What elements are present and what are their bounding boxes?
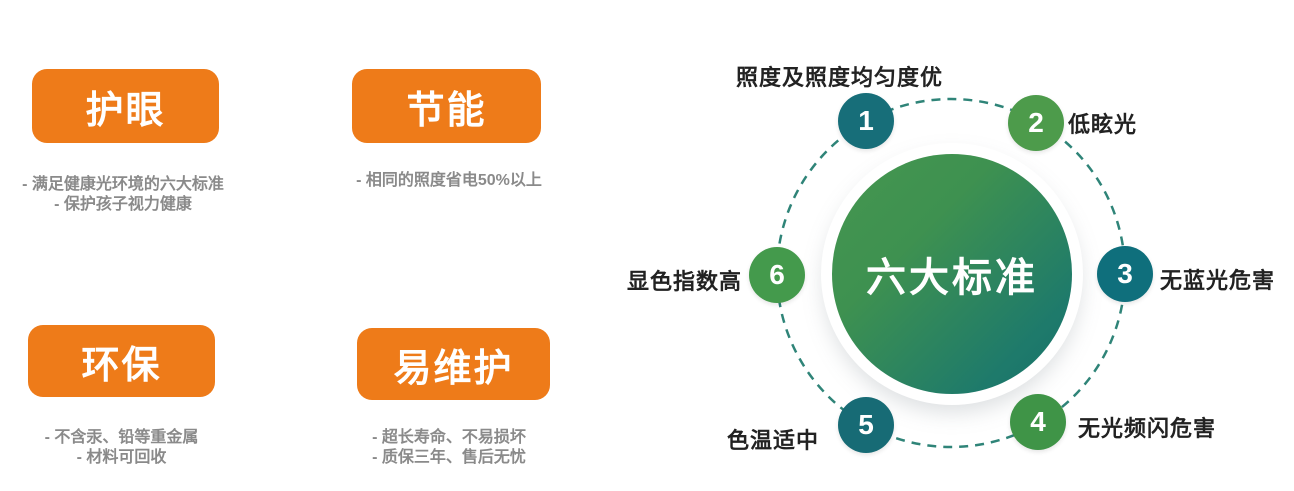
numbered-circle-3: 3	[1097, 246, 1153, 302]
circle-number: 3	[1117, 258, 1133, 289]
circle-number: 5	[858, 409, 874, 440]
diagram-label-low-glare: 低眩光	[1068, 112, 1138, 137]
bullet-line: - 保护孩子视力健康	[54, 196, 192, 213]
bullet-line: - 满足健康光环境的六大标准	[22, 176, 224, 193]
numbered-circle-6: 6	[749, 247, 805, 303]
center-circle-label: 六大标准	[866, 256, 1038, 300]
numbered-circle-4: 4	[1010, 394, 1066, 450]
feature-badge-easy-maintenance: 易维护	[357, 328, 550, 400]
feature-badge-label: 环保	[81, 344, 162, 387]
feature-badge-label: 节能	[406, 89, 487, 132]
feature-bullets-eye-protection: - 满足健康光环境的六大标准 - 保护孩子视力健康	[0, 175, 246, 215]
diagram-label-color-temperature: 色温适中	[727, 428, 820, 453]
numbered-circle-1: 1	[838, 93, 894, 149]
feature-bullets-energy-saving: - 相同的照度省电50%以上	[329, 171, 569, 191]
feature-badge-energy-saving: 节能	[352, 69, 541, 143]
bullet-line: - 质保三年、售后无忧	[372, 449, 526, 466]
circle-number: 6	[769, 259, 785, 290]
diagram-label-no-flicker: 无光频闪危害	[1078, 416, 1217, 441]
diagram-label-color-rendering: 显色指数高	[627, 269, 743, 294]
bullet-line: - 超长寿命、不易损坏	[372, 429, 526, 446]
feature-badge-eco-friendly: 环保	[28, 325, 215, 397]
feature-badge-label: 易维护	[393, 347, 514, 390]
circle-number: 2	[1028, 107, 1044, 138]
feature-bullets-eco-friendly: - 不含汞、铅等重金属 - 材料可回收	[0, 428, 243, 468]
bullet-line: - 相同的照度省电50%以上	[356, 172, 542, 189]
numbered-circle-5: 5	[838, 397, 894, 453]
feature-badge-label: 护眼	[85, 89, 166, 132]
feature-bullets-easy-maintenance: - 超长寿命、不易损坏 - 质保三年、售后无忧	[329, 428, 569, 468]
circle-number: 1	[858, 105, 874, 136]
circle-number: 4	[1030, 406, 1046, 437]
diagram-label-no-blue-light: 无蓝光危害	[1160, 268, 1276, 293]
feature-badge-eye-protection: 护眼	[32, 69, 219, 143]
bullet-line: - 不含汞、铅等重金属	[44, 429, 199, 446]
center-circle: 六大标准	[832, 154, 1072, 394]
bullet-line: - 材料可回收	[76, 449, 167, 466]
numbered-circle-2: 2	[1008, 95, 1064, 151]
diagram-label-illuminance: 照度及照度均匀度优	[736, 65, 944, 90]
